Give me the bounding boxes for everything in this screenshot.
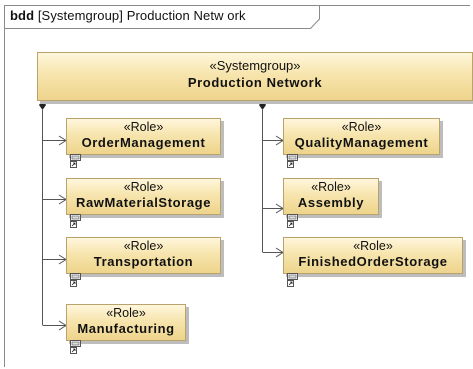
role-block-assembly[interactable]: «Role» Assembly	[283, 178, 379, 228]
diagram-frame	[4, 5, 470, 367]
diagram-frame-tab: bdd [Systemgroup] Production Netw ork	[4, 5, 320, 29]
role-stereotype: «Role»	[106, 306, 146, 320]
role-name: FinishedOrderStorage	[298, 254, 448, 269]
role-name: RawMaterialStorage	[75, 195, 212, 210]
role-diagram-link-icon[interactable]	[70, 340, 81, 354]
diagram-context: [Systemgroup]	[37, 8, 123, 23]
diagram-name: Production Netw ork	[126, 8, 246, 23]
systemgroup-name: Production Network	[187, 75, 323, 90]
role-diagram-link-icon[interactable]	[70, 273, 81, 287]
role-block-finishedorderstorage[interactable]: «Role» FinishedOrderStorage	[283, 237, 463, 287]
diagram-kind: bdd	[10, 8, 35, 23]
role-name: Manufacturing	[77, 321, 175, 336]
role-diagram-link-icon[interactable]	[70, 154, 81, 168]
role-name: Assembly	[297, 195, 365, 210]
composition-diamond-left	[39, 100, 46, 110]
role-stereotype: «Role»	[123, 180, 164, 194]
role-name: QualityManagement	[294, 135, 429, 150]
role-block-ordermanagement[interactable]: «Role» OrderManagement	[66, 118, 221, 168]
diagram-title: bdd [Systemgroup] Production Netw ork	[10, 8, 246, 23]
role-diagram-link-icon[interactable]	[287, 273, 298, 287]
role-stereotype: «Role»	[123, 120, 164, 134]
role-block-manufacturing[interactable]: «Role» Manufacturing	[66, 304, 186, 354]
systemgroup-stereotype: «Systemgroup»	[209, 58, 301, 73]
systemgroup-block-production-network[interactable]: «Systemgroup» Production Network	[37, 52, 473, 101]
role-stereotype: «Role»	[123, 239, 164, 253]
composition-diamond-right	[259, 100, 266, 110]
role-stereotype: «Role»	[353, 239, 393, 253]
role-block-qualitymanagement[interactable]: «Role» QualityManagement	[283, 118, 440, 168]
role-diagram-link-icon[interactable]	[287, 154, 298, 168]
role-name: Transportation	[93, 254, 194, 269]
role-name: OrderManagement	[81, 135, 206, 150]
frame-tab-outline	[4, 5, 320, 29]
role-block-rawmaterialstorage[interactable]: «Role» RawMaterialStorage	[66, 178, 221, 228]
role-diagram-link-icon[interactable]	[70, 214, 81, 228]
role-diagram-link-icon[interactable]	[287, 214, 298, 228]
role-stereotype: «Role»	[341, 120, 382, 134]
role-stereotype: «Role»	[311, 180, 351, 194]
role-block-transportation[interactable]: «Role» Transportation	[66, 237, 221, 287]
